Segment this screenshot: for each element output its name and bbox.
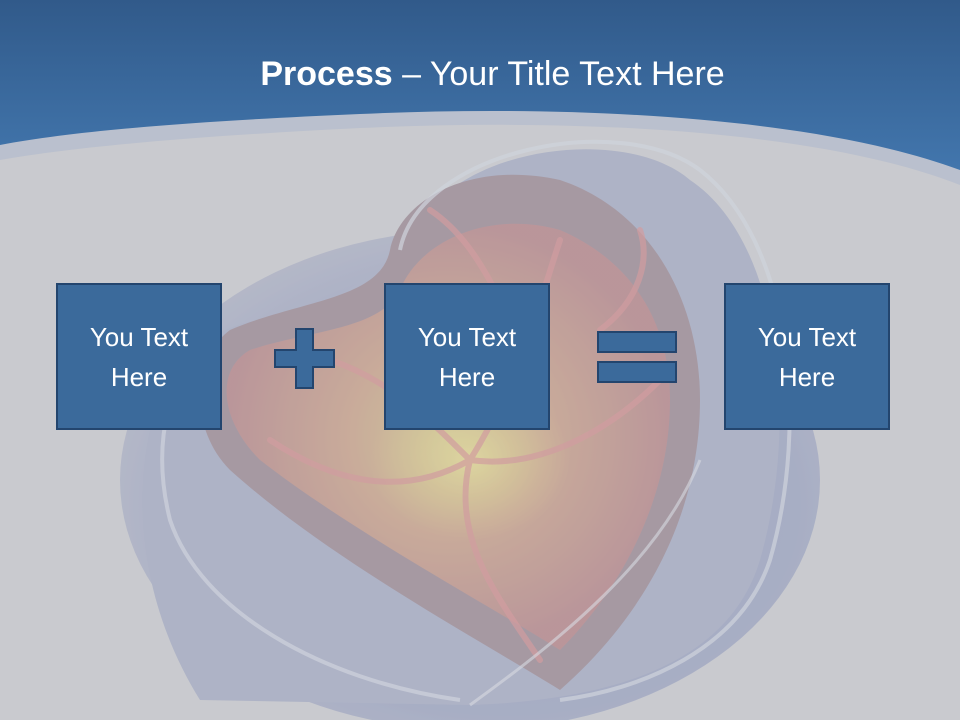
process-box-3: You Text Here [724, 283, 890, 430]
header-band [0, 0, 960, 185]
process-box-2: You Text Here [384, 283, 550, 430]
slide-title: Process – Your Title Text Here [0, 52, 960, 96]
process-box-1: You Text Here [56, 283, 222, 430]
globe-illustration [120, 139, 820, 720]
process-box-1-text: You Text Here [89, 321, 189, 392]
plus-icon [274, 328, 335, 389]
equals-icon [597, 331, 677, 383]
title-rest-text: – Your Title Text Here [392, 55, 725, 93]
process-box-2-text: You Text Here [417, 321, 517, 392]
title-bold-text: Process [260, 55, 393, 93]
process-box-3-text: You Text Here [757, 321, 857, 392]
